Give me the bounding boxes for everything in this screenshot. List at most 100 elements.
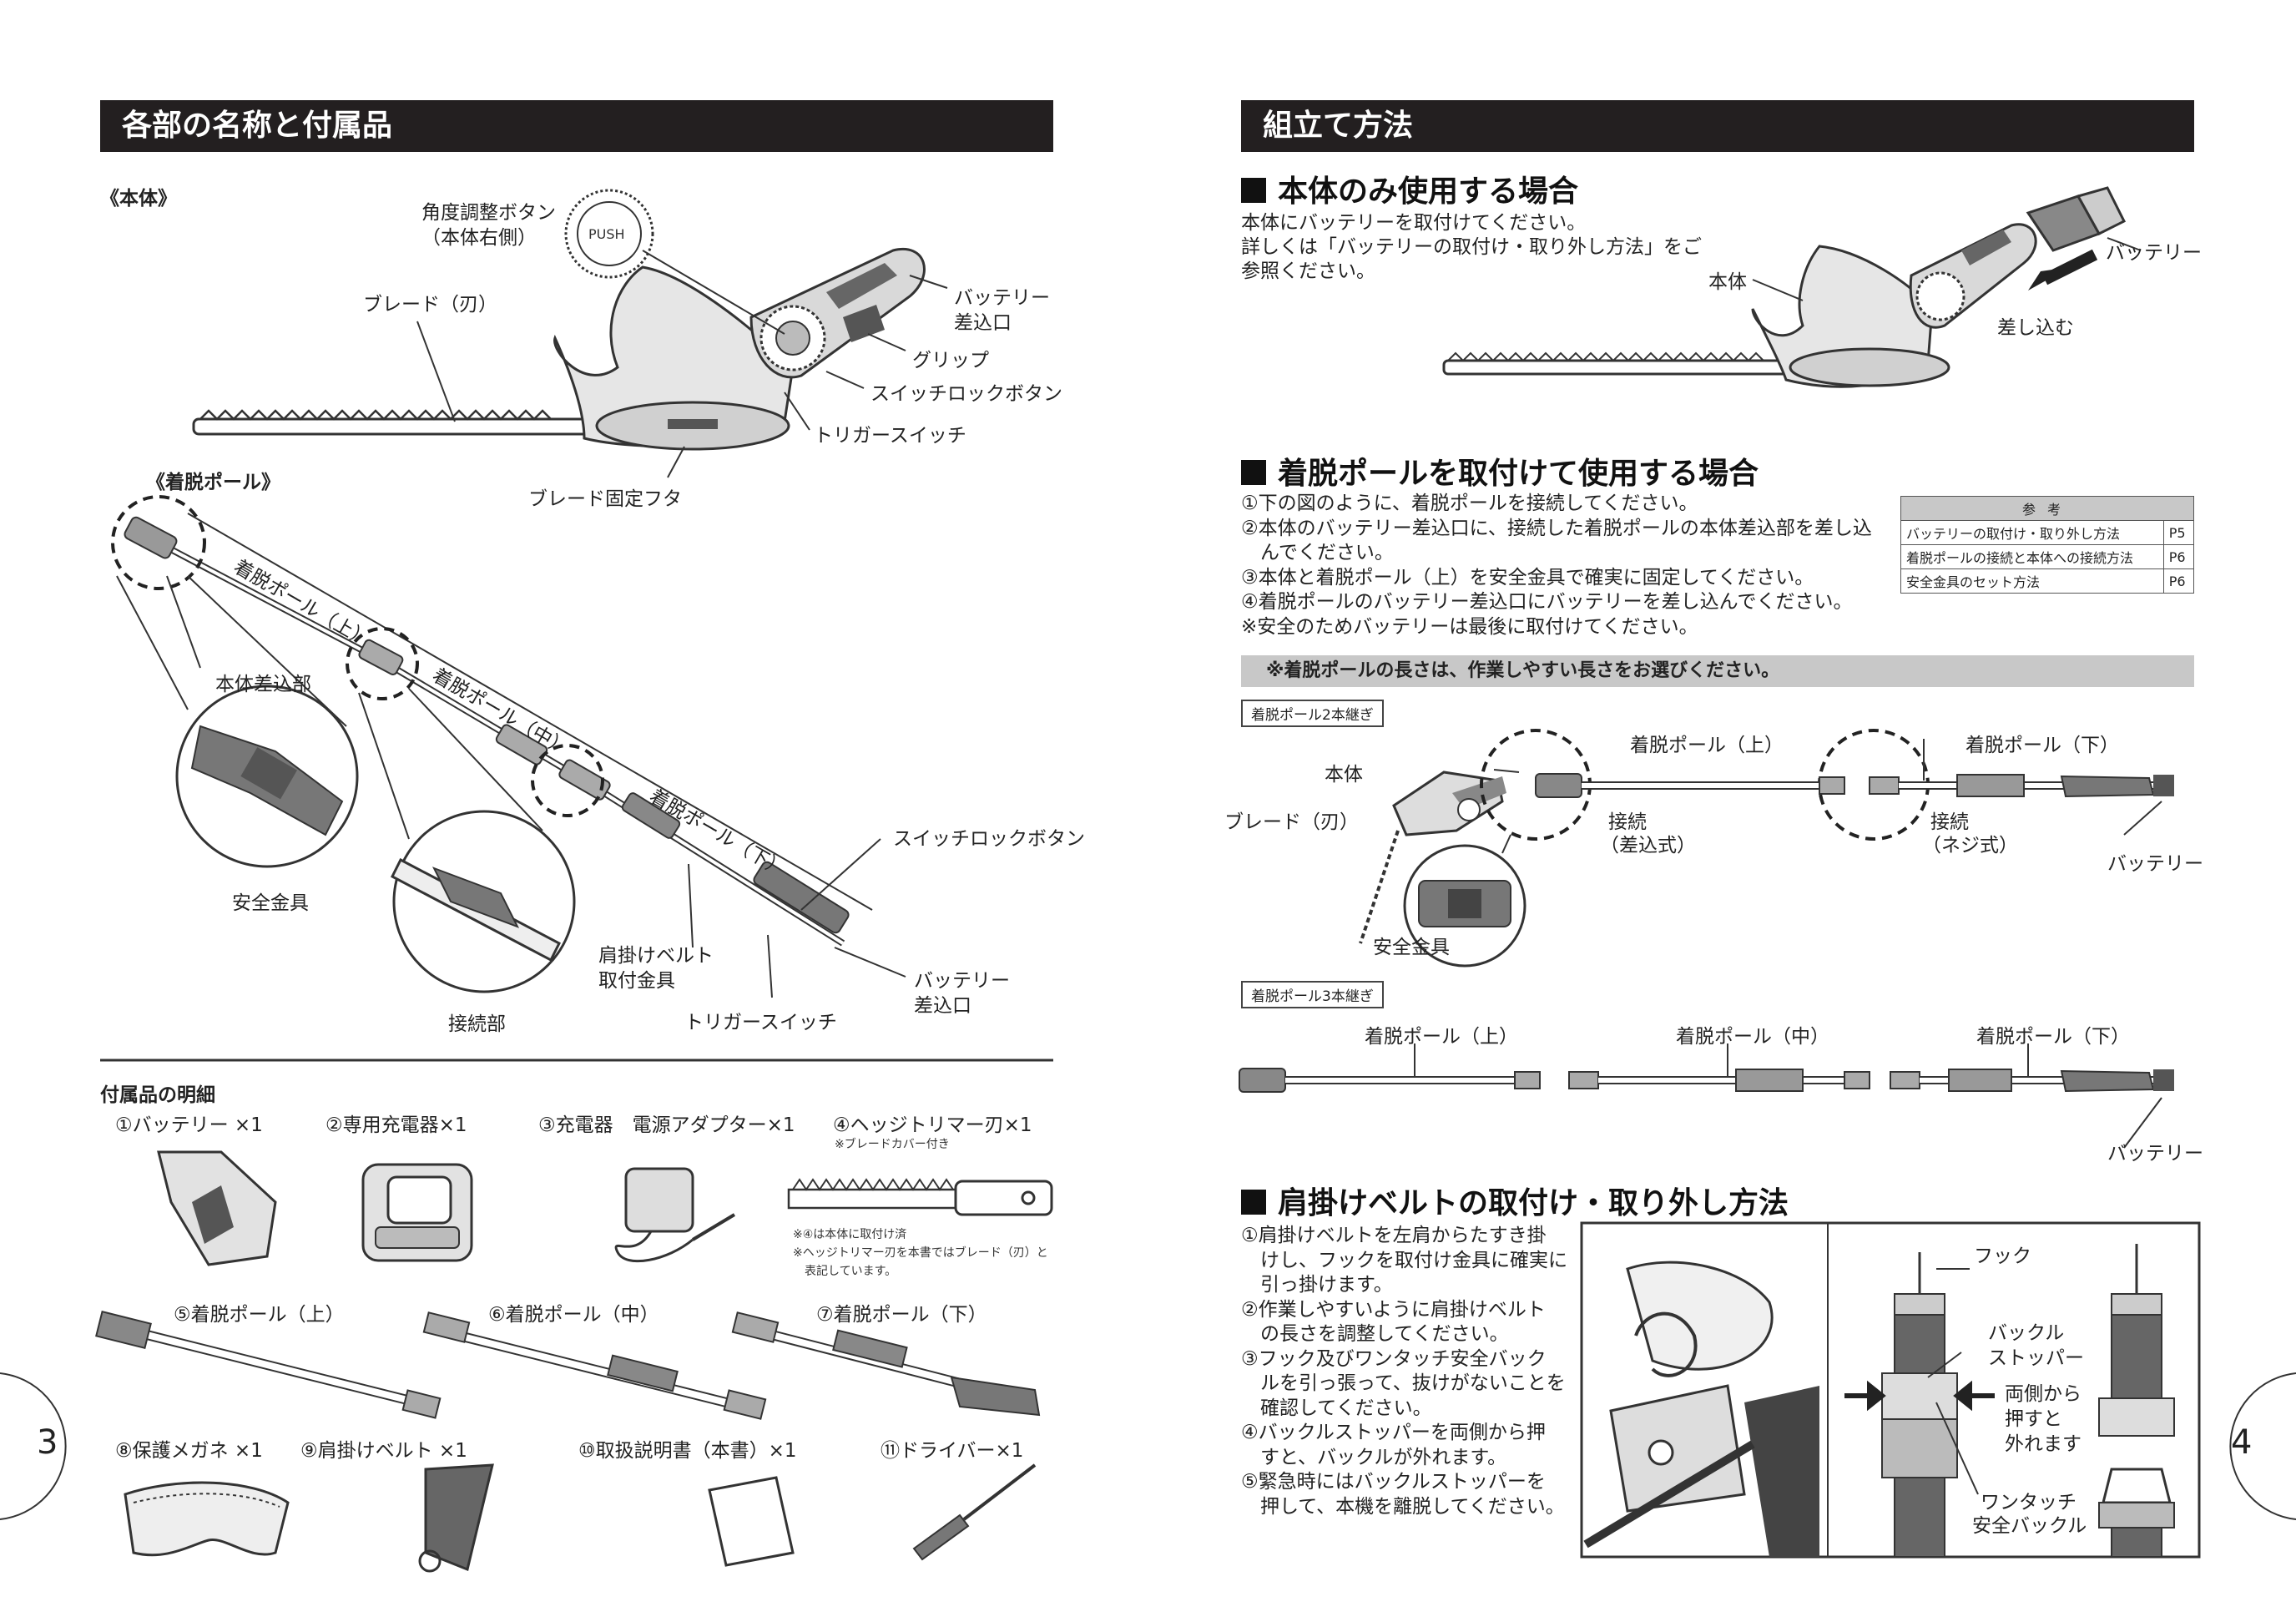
sub1-label-insert: 差し込む xyxy=(1997,317,2074,339)
two-label-battery: バッテリー xyxy=(2107,853,2203,875)
label-pole-battery-port-2: 差込口 xyxy=(914,995,971,1017)
three-section-tag: 着脱ポール3本継ぎ xyxy=(1241,981,1384,1008)
pole-heading: 《着脱ポール》 xyxy=(146,472,280,493)
sub3-step: 押して、本機を離脱してください。 xyxy=(1241,1495,1565,1518)
two-label-body: 本体 xyxy=(1325,764,1363,786)
sub3-title-text: 肩掛けベルトの取付け・取り外し方法 xyxy=(1278,1186,1789,1220)
reference-page: P5 xyxy=(2162,520,2195,545)
sub1-paragraph: 本体にバッテリーを取付けてください。 詳しくは「バッテリーの取付け・取り外し方法… xyxy=(1241,211,1702,284)
sub2-step: ③本体と着脱ポール（上）を安全金具で確実に固定してください。 xyxy=(1241,566,1814,589)
three-label-lower: 着脱ポール（下） xyxy=(1976,1026,2130,1048)
label-trigger: トリガースイッチ xyxy=(814,425,966,447)
screwdriver-image xyxy=(912,1463,1037,1561)
accessory-screwdriver: ⑪ドライバー×1 xyxy=(881,1440,1024,1462)
belt-label-press-3: 外れます xyxy=(2005,1433,2082,1455)
sub3-step: ①肩掛けベルトを左肩からたすき掛 xyxy=(1241,1225,1547,1246)
reference-page: P6 xyxy=(2162,568,2195,594)
manual-image xyxy=(708,1476,795,1567)
push-label: PUSH xyxy=(588,226,625,242)
sub1-line: 詳しくは「バッテリーの取付け・取り外し方法」をご xyxy=(1241,236,1702,258)
sub1-line: 本体にバッテリーを取付けてください。 xyxy=(1241,212,1587,234)
label-grip: グリップ xyxy=(912,350,989,371)
accessory-battery: ①バッテリー ×1 xyxy=(115,1114,263,1136)
hedge-blade-image xyxy=(787,1178,1053,1216)
belt-label-hook: フック xyxy=(1974,1246,2031,1267)
sub3-step: 引っ掛けます。 xyxy=(1241,1274,1393,1296)
sub3-step: ⑤緊急時にはバックルストッパーを xyxy=(1241,1471,1546,1493)
sub1-line: 参照ください。 xyxy=(1241,260,1375,282)
accessory-note-2: ※ヘッジトリマー刃を本書ではブレード（刃）と xyxy=(793,1246,1048,1260)
belt-label-stopper: バックル xyxy=(1988,1322,2065,1344)
sub3-step: すと、バックルが外れます。 xyxy=(1241,1446,1507,1468)
sub3-steps: ①肩掛けベルトを左肩からたすき掛 けし、フックを取付け金具に確実に 引っ掛けます… xyxy=(1241,1224,1567,1519)
sub2-steps: ①下の図のように、着脱ポールを接続してください。 ②本体のバッテリー差込口に、接… xyxy=(1241,492,1872,639)
label-safety-fitting: 安全金具 xyxy=(232,892,309,914)
sub2-step: んでください。 xyxy=(1241,542,1394,563)
sub2-step: ④着脱ポールのバッテリー差込口にバッテリーを差し込んでください。 xyxy=(1241,591,1853,613)
accessory-charger: ②専用充電器×1 xyxy=(325,1114,467,1136)
accessory-pole-lower: ⑦着脱ポール（下） xyxy=(816,1304,987,1326)
pole-upper-image xyxy=(95,1310,442,1419)
bullet-square xyxy=(1241,1190,1266,1215)
sub3-step: けし、フックを取付け金具に確実に xyxy=(1241,1249,1567,1271)
label-shoulder-fitting-2: 取付金具 xyxy=(598,970,675,992)
label-shoulder-fitting: 肩掛けベルト xyxy=(598,945,714,967)
three-label-middle: 着脱ポール（中） xyxy=(1676,1026,1829,1048)
two-label-joint-insert-type: （差込式） xyxy=(1600,835,1696,856)
pole-length-note: ※着脱ポールの長さは、作業しやすい長さをお選びください。 xyxy=(1241,655,2194,687)
battery-image xyxy=(157,1150,277,1266)
two-label-safety: 安全金具 xyxy=(1373,937,1450,958)
sub3-step: ④バックルストッパーを両側から押 xyxy=(1241,1422,1546,1443)
two-section-pole-illustration xyxy=(1359,729,2174,968)
sub3-step: の長さを調整してください。 xyxy=(1241,1323,1509,1345)
accessories-illustrations xyxy=(95,1150,1053,1573)
three-label-upper: 着脱ポール（上） xyxy=(1365,1026,1518,1048)
reference-page: P6 xyxy=(2162,544,2195,569)
page-number-right: 4 xyxy=(2231,1423,2253,1462)
two-label-lower: 着脱ポール（下） xyxy=(1965,735,2119,756)
accessory-note-1: ※④は本体に取付け済 xyxy=(793,1228,907,1241)
trimmer-body-illustration xyxy=(192,189,948,478)
reference-item: 安全金具のセット方法 xyxy=(1900,568,2164,594)
sub3-step: ②作業しやすいように肩掛けベルト xyxy=(1241,1298,1546,1321)
goggles-image xyxy=(124,1481,290,1557)
three-label-battery: バッテリー xyxy=(2107,1143,2203,1165)
two-section-tag: 着脱ポール2本継ぎ xyxy=(1241,700,1384,727)
two-label-blade: ブレード（刃） xyxy=(1224,811,1359,833)
pole-lower-image xyxy=(731,1311,1041,1417)
sub2-step: ※安全のためバッテリーは最後に取付けてください。 xyxy=(1241,615,1698,638)
accessory-blade-note: ※ブレードカバー付き xyxy=(835,1138,950,1151)
belt-label-press: 両側から xyxy=(2005,1383,2082,1405)
belt-label-buckle-2: 安全バックル xyxy=(1972,1515,2087,1537)
accessory-blade: ④ヘッジトリマー刃×1 xyxy=(833,1114,1032,1136)
label-blade-cover: ブレード固定フタ xyxy=(528,488,682,510)
body-heading: 《本体》 xyxy=(100,188,177,210)
belt-label-stopper-2: ストッパー xyxy=(1988,1347,2084,1369)
two-label-joint-insert: 接続 xyxy=(1608,811,1647,833)
sub3-title: 肩掛けベルトの取付け・取り外し方法 xyxy=(1241,1179,1789,1222)
left-section-title: 各部の名称と付属品 xyxy=(100,100,1053,152)
label-body-insert: 本体差込部 xyxy=(215,674,311,695)
bullet-square xyxy=(1241,460,1266,485)
reference-table-header: 参考 xyxy=(1900,496,2194,521)
label-pole-trigger: トリガースイッチ xyxy=(684,1012,837,1033)
charger-image xyxy=(361,1163,473,1262)
page-number-left: 3 xyxy=(37,1423,58,1462)
accessory-manual: ⑩取扱説明書（本書）×1 xyxy=(578,1440,797,1462)
pole-illustration xyxy=(100,495,1053,1062)
label-blade: ブレード（刃） xyxy=(363,294,497,316)
sub2-title-text: 着脱ポールを取付けて使用する場合 xyxy=(1278,457,1759,491)
right-section-title: 組立て方法 xyxy=(1241,100,2194,152)
three-section-pole-illustration xyxy=(1239,1043,2174,1149)
sub1-title-text: 本体のみ使用する場合 xyxy=(1278,174,1579,209)
accessory-adapter: ③充電器 電源アダプター×1 xyxy=(538,1114,795,1136)
label-pole-battery-port: バッテリー xyxy=(914,970,1010,992)
accessories-heading: 付属品の明細 xyxy=(100,1084,215,1106)
sub1-title: 本体のみ使用する場合 xyxy=(1241,167,1578,210)
two-label-joint-screw-type: （ネジ式） xyxy=(1922,835,2018,856)
reference-item: バッテリーの取付け・取り外し方法 xyxy=(1900,520,2164,545)
